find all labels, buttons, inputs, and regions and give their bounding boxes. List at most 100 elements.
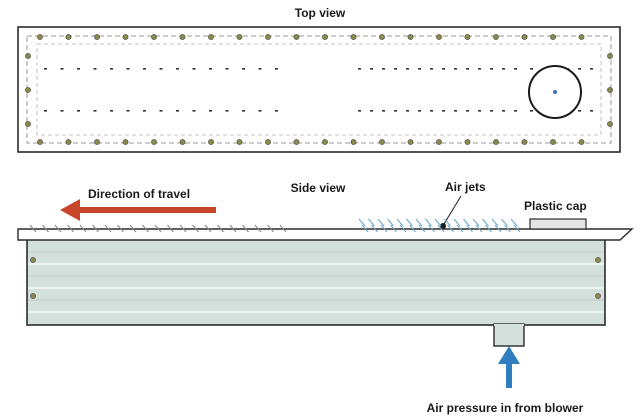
top-view — [17, 26, 621, 153]
bolt-icon — [322, 139, 328, 145]
jet-hole-icon — [143, 110, 146, 112]
bolt-icon — [25, 53, 31, 59]
bolt-icon — [607, 53, 613, 59]
air-jet-icon — [368, 218, 375, 227]
air-jet-icon — [267, 224, 274, 233]
side-view — [17, 218, 634, 347]
jet-hole-icon — [490, 110, 493, 112]
jet-hole-icon — [126, 68, 130, 70]
air-jet-icon — [472, 218, 480, 227]
up-arrow-icon — [498, 346, 520, 388]
bolt-icon — [550, 34, 556, 40]
air-jet-icon — [485, 224, 492, 233]
bolt-icon — [293, 139, 300, 145]
air-jet-icon — [377, 218, 385, 227]
jet-hole-icon — [466, 110, 469, 112]
air-jet-icon — [396, 218, 404, 227]
top-view-outline — [17, 26, 621, 153]
air-jet-icon — [406, 218, 413, 227]
air-jet-icon — [425, 218, 432, 227]
air-jet-icon — [361, 224, 369, 233]
air-jet-icon — [434, 218, 442, 227]
air-jet-icon — [418, 224, 426, 233]
air-jet-icon — [428, 224, 435, 233]
plenum-stripes — [28, 251, 604, 313]
jet-hole-icon — [578, 68, 581, 70]
side-view-bolts — [30, 257, 601, 299]
jet-hole-icon — [442, 68, 445, 70]
jet-hole-icon — [77, 110, 80, 112]
bolt-icon — [236, 139, 243, 145]
jet-hole-icon — [514, 68, 517, 70]
air-jet-icon — [217, 224, 224, 233]
jet-hole-icon — [394, 110, 397, 112]
top-view-jet-holes — [44, 68, 593, 112]
air-jet-icon — [142, 224, 149, 233]
air-jets — [29, 218, 521, 233]
jet-hole-icon — [176, 68, 179, 70]
jet-hole-icon — [502, 68, 505, 70]
air-jet-icon — [387, 218, 394, 227]
bolt-icon — [151, 139, 157, 145]
air-jet-icon — [79, 224, 87, 233]
air-jet-icon — [380, 224, 388, 233]
jet-hole-icon — [406, 110, 409, 112]
bolt-icon — [379, 139, 385, 145]
air-jet-icon — [167, 224, 174, 233]
jet-hole-icon — [430, 68, 433, 70]
jet-hole-icon — [159, 68, 163, 70]
bolt-icon — [595, 293, 601, 299]
jet-hole-icon — [478, 110, 481, 112]
air-jet-icon — [204, 224, 212, 233]
bolt-icon — [236, 34, 243, 40]
jet-hole-icon — [358, 110, 361, 112]
bolt-icon — [464, 34, 471, 40]
bolt-icon — [578, 34, 585, 40]
jet-hole-icon — [502, 110, 505, 112]
plastic-cap-side-icon — [529, 218, 587, 230]
jet-hole-icon — [530, 68, 533, 70]
air-jet-icon — [154, 224, 162, 233]
air-jet-icon — [67, 224, 74, 233]
jet-hole-icon — [370, 110, 373, 112]
jet-hole-icon — [430, 110, 433, 112]
air-jet-icon — [510, 218, 518, 227]
jet-hole-icon — [370, 68, 373, 70]
jet-hole-icon — [275, 68, 278, 70]
jet-hole-icon — [478, 68, 481, 70]
jet-hole-icon — [418, 110, 421, 112]
air-jet-icon — [29, 224, 37, 233]
bolt-icon — [151, 34, 157, 40]
air-jet-icon — [54, 224, 62, 233]
air-jet-icon — [192, 224, 199, 233]
air-jet-icon — [92, 224, 99, 233]
bolt-icon — [122, 139, 129, 145]
air-jets-leader-dot — [440, 223, 446, 229]
air-jet-icon — [279, 224, 287, 233]
jet-hole-icon — [176, 110, 179, 112]
bolt-icon — [350, 34, 357, 40]
air-jet-icon — [482, 218, 489, 227]
jet-hole-icon — [93, 110, 97, 112]
jet-hole-icon — [209, 110, 212, 112]
air-jet-icon — [242, 224, 249, 233]
jet-hole-icon — [454, 68, 457, 70]
jet-hole-icon — [406, 68, 409, 70]
bolt-icon — [208, 34, 214, 40]
air-jet-icon — [371, 224, 378, 233]
bolt-icon — [30, 257, 36, 263]
air-jet-icon — [42, 224, 49, 233]
side-view-title: Side view — [291, 181, 346, 195]
jet-hole-icon — [258, 68, 262, 70]
bolt-icon — [25, 121, 31, 127]
bolt-icon — [208, 139, 214, 145]
jet-hole-icon — [126, 110, 130, 112]
jet-hole-icon — [590, 68, 593, 70]
top-plate — [17, 228, 634, 241]
bolt-icon — [407, 34, 414, 40]
top-view-inner-inset — [36, 43, 602, 136]
jet-hole-icon — [275, 110, 278, 112]
jet-hole-icon — [382, 68, 385, 70]
bolt-icon — [521, 139, 528, 145]
bolt-icon — [379, 34, 385, 40]
